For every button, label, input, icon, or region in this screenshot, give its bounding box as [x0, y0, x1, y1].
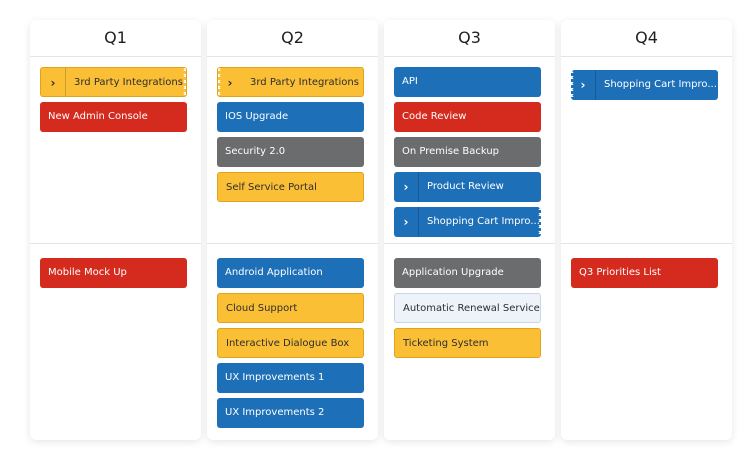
card-self-service-portal[interactable]: Self Service Portal — [217, 172, 364, 202]
card-label: Automatic Renewal Service — [403, 303, 540, 314]
column-title: Q3 — [384, 20, 555, 57]
card-3rd-party-integrations[interactable]: › 3rd Party Integrations — [40, 67, 187, 97]
card-api[interactable]: API — [394, 67, 541, 97]
card-label: Android Application — [225, 267, 323, 278]
card-q3-priorities-list[interactable]: Q3 Priorities List — [571, 258, 718, 288]
card-android-application[interactable]: Android Application — [217, 258, 364, 288]
card-cloud-support[interactable]: Cloud Support — [217, 293, 364, 323]
column-q1: Q1 › 3rd Party Integrations New Admin Con… — [30, 20, 201, 440]
chevron-right-icon[interactable]: › — [227, 76, 233, 90]
column-title: Q2 — [207, 20, 378, 57]
card-security-2[interactable]: Security 2.0 — [217, 137, 364, 167]
card-label: Ticketing System — [403, 338, 489, 349]
card-label: 3rd Party Integrations — [74, 77, 183, 88]
card-interactive-dialogue-box[interactable]: Interactive Dialogue Box — [217, 328, 364, 358]
column-q4: Q4 › Shopping Cart Impro... Q3 Priorities… — [561, 20, 732, 440]
column-q3: Q3 API Code Review On Premise Backup › Pr… — [384, 20, 555, 440]
chevron-right-icon[interactable]: › — [394, 172, 419, 202]
card-label: New Admin Console — [48, 111, 148, 122]
card-label: On Premise Backup — [402, 146, 500, 157]
card-label: Application Upgrade — [402, 267, 504, 278]
card-3rd-party-integrations[interactable]: › 3rd Party Integrations — [217, 67, 364, 97]
section-divider — [207, 243, 378, 244]
chevron-right-icon[interactable]: › — [41, 68, 66, 96]
card-label: IOS Upgrade — [225, 111, 289, 122]
card-new-admin-console[interactable]: New Admin Console — [40, 102, 187, 132]
card-on-premise-backup[interactable]: On Premise Backup — [394, 137, 541, 167]
card-label: 3rd Party Integrations — [250, 77, 359, 88]
chevron-right-icon[interactable]: › — [394, 207, 419, 237]
card-label: UX Improvements 2 — [225, 407, 325, 418]
chevron-right-icon[interactable]: › — [571, 70, 596, 100]
column-q2: Q2 › 3rd Party Integrations IOS Upgrade S… — [207, 20, 378, 440]
card-product-review[interactable]: › Product Review — [394, 172, 541, 202]
card-ios-upgrade[interactable]: IOS Upgrade — [217, 102, 364, 132]
card-label: Mobile Mock Up — [48, 267, 127, 278]
card-application-upgrade[interactable]: Application Upgrade — [394, 258, 541, 288]
card-label: UX Improvements 1 — [225, 372, 325, 383]
section-divider — [384, 243, 555, 244]
column-title: Q1 — [30, 20, 201, 57]
column-title: Q4 — [561, 20, 732, 57]
card-label: Q3 Priorities List — [579, 267, 661, 278]
card-label: Shopping Cart Impro... — [604, 79, 717, 90]
card-label: Shopping Cart Impro... — [427, 216, 540, 227]
card-automatic-renewal-service[interactable]: Automatic Renewal Service — [394, 293, 541, 323]
card-label: API — [402, 76, 418, 87]
card-ux-improvements-2[interactable]: UX Improvements 2 — [217, 398, 364, 428]
card-shopping-cart-improvements[interactable]: › Shopping Cart Impro... — [394, 207, 541, 237]
card-label: Interactive Dialogue Box — [226, 338, 350, 349]
card-label: Code Review — [402, 111, 467, 122]
card-mobile-mock-up[interactable]: Mobile Mock Up — [40, 258, 187, 288]
card-label: Security 2.0 — [225, 146, 286, 157]
card-ticketing-system[interactable]: Ticketing System — [394, 328, 541, 358]
card-ux-improvements-1[interactable]: UX Improvements 1 — [217, 363, 364, 393]
card-code-review[interactable]: Code Review — [394, 102, 541, 132]
card-label: Cloud Support — [226, 303, 298, 314]
card-label: Product Review — [427, 181, 504, 192]
section-divider — [30, 243, 201, 244]
card-shopping-cart-improvements[interactable]: › Shopping Cart Impro... — [571, 70, 718, 100]
section-divider — [561, 243, 732, 244]
card-label: Self Service Portal — [226, 182, 317, 193]
